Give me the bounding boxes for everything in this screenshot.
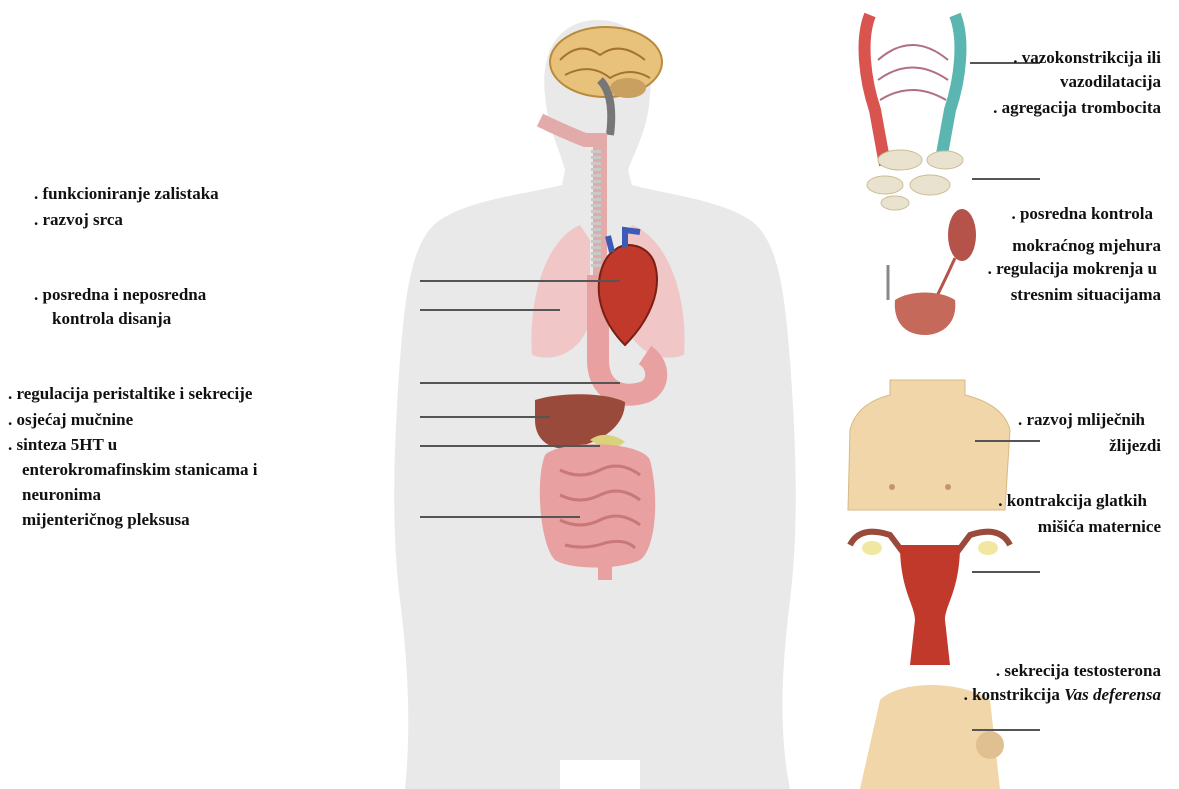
label-breathing-control-2: kontrola disanja (52, 308, 171, 329)
label-bladder-control-2: mokraćnog mjehura (1012, 235, 1161, 256)
label-vas-deferens-prefix: . konstrikcija (964, 685, 1065, 704)
connector-line-breath-1 (420, 280, 620, 282)
label-valves: . funkcioniranje zalistaka (34, 183, 219, 204)
female-torso-illustration (848, 380, 1010, 510)
connector-line-platelet (972, 178, 1040, 180)
label-urination-2: stresnim situacijama (1011, 284, 1161, 305)
label-mammary-1: . razvoj mliječnih (1018, 409, 1145, 430)
platelets-illustration (867, 150, 963, 210)
connector-line-breath-2 (420, 309, 560, 311)
label-synthesis-2: enterokromafinskim stanicama i (22, 459, 257, 480)
label-urination-1: . regulacija mokrenja u (988, 258, 1157, 279)
urinary-illustration (888, 209, 976, 335)
label-vas-deferens-italic: Vas deferensa (1064, 685, 1161, 704)
liver-illustration (535, 394, 625, 452)
label-uterus-1: . kontrakcija glatkih (998, 490, 1147, 511)
connector-line-mammary (975, 440, 1040, 442)
connector-line-synthesis (420, 445, 600, 447)
connector-line-enteric (420, 516, 580, 518)
connector-line-peristalsis (420, 382, 620, 384)
blood-vessels-illustration (865, 15, 961, 165)
label-synthesis-4: mijenteričnog pleksusa (22, 509, 190, 530)
label-heart-development: . razvoj srca (34, 209, 123, 230)
label-synthesis-3: neuronima (22, 484, 101, 505)
label-peristalsis: . regulacija peristaltike i sekrecije (8, 383, 252, 404)
uterus-illustration (850, 532, 1010, 665)
connector-line-testo (972, 729, 1040, 731)
label-uterus-2: mišića maternice (1038, 516, 1161, 537)
connector-line-uterus (972, 571, 1040, 573)
connector-line-nausea (420, 416, 550, 418)
label-bladder-control-1: . posredna kontrola (1011, 203, 1153, 224)
label-vasoconstriction-1: . vazokonstrikcija ili (1013, 47, 1161, 68)
label-testosterone: . sekrecija testosterona (996, 660, 1161, 681)
label-platelet-aggregation: . agregacija trombocita (993, 97, 1161, 118)
label-vasoconstriction-2: vazodilatacija (1060, 71, 1161, 92)
label-nausea: . osjećaj mučnine (8, 409, 133, 430)
intestines-illustration (540, 444, 655, 580)
label-synthesis-1: . sinteza 5HT u (8, 434, 117, 455)
label-breathing-control-1: . posredna i neposredna (34, 284, 206, 305)
label-mammary-2: žlijezdi (1109, 435, 1161, 456)
label-vas-deferens: . konstrikcija Vas deferensa (964, 684, 1161, 705)
